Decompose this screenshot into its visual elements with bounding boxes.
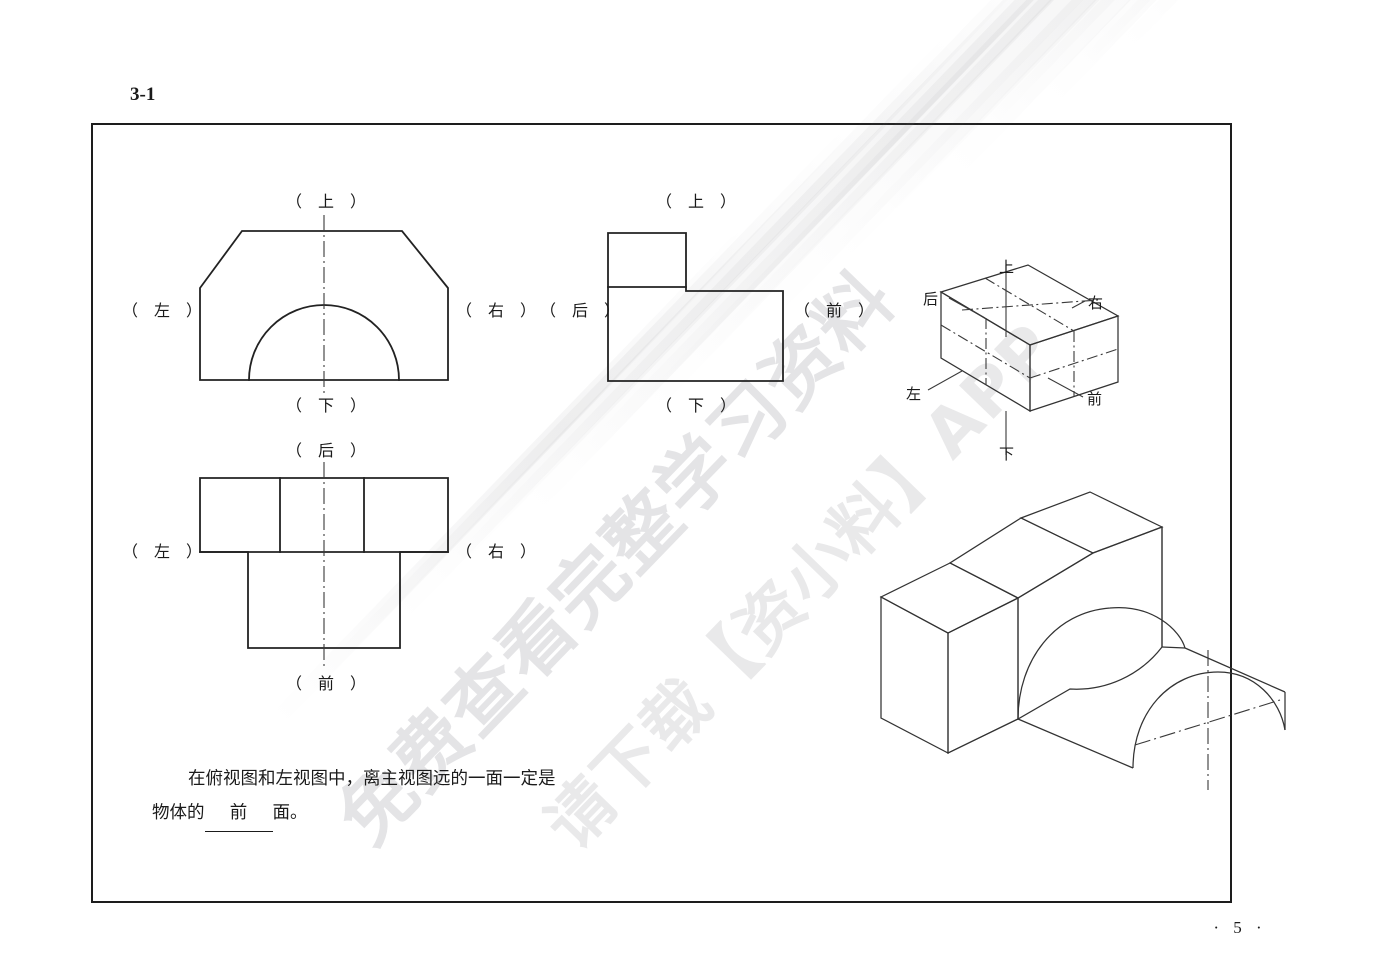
front-view-label-left: （ 左 ） (122, 303, 203, 320)
front-view-label-top: （ 上 ） (286, 194, 367, 211)
content-frame (91, 123, 1232, 903)
statement-line-2: 物体的前面。 (152, 796, 712, 832)
cube-label-front: 前 (1087, 392, 1103, 408)
cube-label-back: 后 (923, 292, 939, 308)
side-view-drawing (607, 232, 784, 382)
side-view-label-left: （ 后 ） (540, 303, 621, 320)
exercise-number: 3-1 (130, 84, 156, 105)
cube-label-right: 右 (1088, 296, 1104, 312)
top-view-label-left: （ 左 ） (122, 544, 203, 561)
statement-block: 在俯视图和左视图中，离主视图远的一面一定是 物体的前面。 (152, 762, 712, 832)
front-view-label-bottom: （ 下 ） (286, 398, 367, 415)
top-view-drawing (199, 462, 449, 668)
statement-prefix: 物体的 (152, 803, 205, 823)
statement-suffix: 面。 (272, 803, 308, 823)
side-view-label-top: （ 上 ） (656, 194, 737, 211)
cube-label-down: 下 (999, 447, 1015, 463)
statement-line-1: 在俯视图和左视图中，离主视图远的一面一定是 (152, 762, 712, 796)
cube-label-left: 左 (906, 387, 922, 403)
answer-blank[interactable]: 前 (204, 796, 273, 832)
front-view-label-right: （ 右 ） (456, 303, 537, 320)
side-view-label-bottom: （ 下 ） (656, 398, 737, 415)
page-number: · 5 · (1213, 918, 1267, 937)
top-view-label-top: （ 后 ） (286, 443, 367, 460)
isometric-solid-drawing (879, 491, 1286, 790)
front-view-drawing (199, 215, 449, 396)
direction-cube-drawing (927, 264, 1120, 455)
top-view-label-bottom: （ 前 ） (286, 676, 367, 693)
top-view-label-right: （ 右 ） (456, 544, 537, 561)
side-view-label-right: （ 前 ） (794, 303, 875, 320)
cube-label-up: 上 (999, 260, 1015, 276)
statement-line-1-text: 在俯视图和左视图中，离主视图远的一面一定是 (188, 769, 556, 789)
